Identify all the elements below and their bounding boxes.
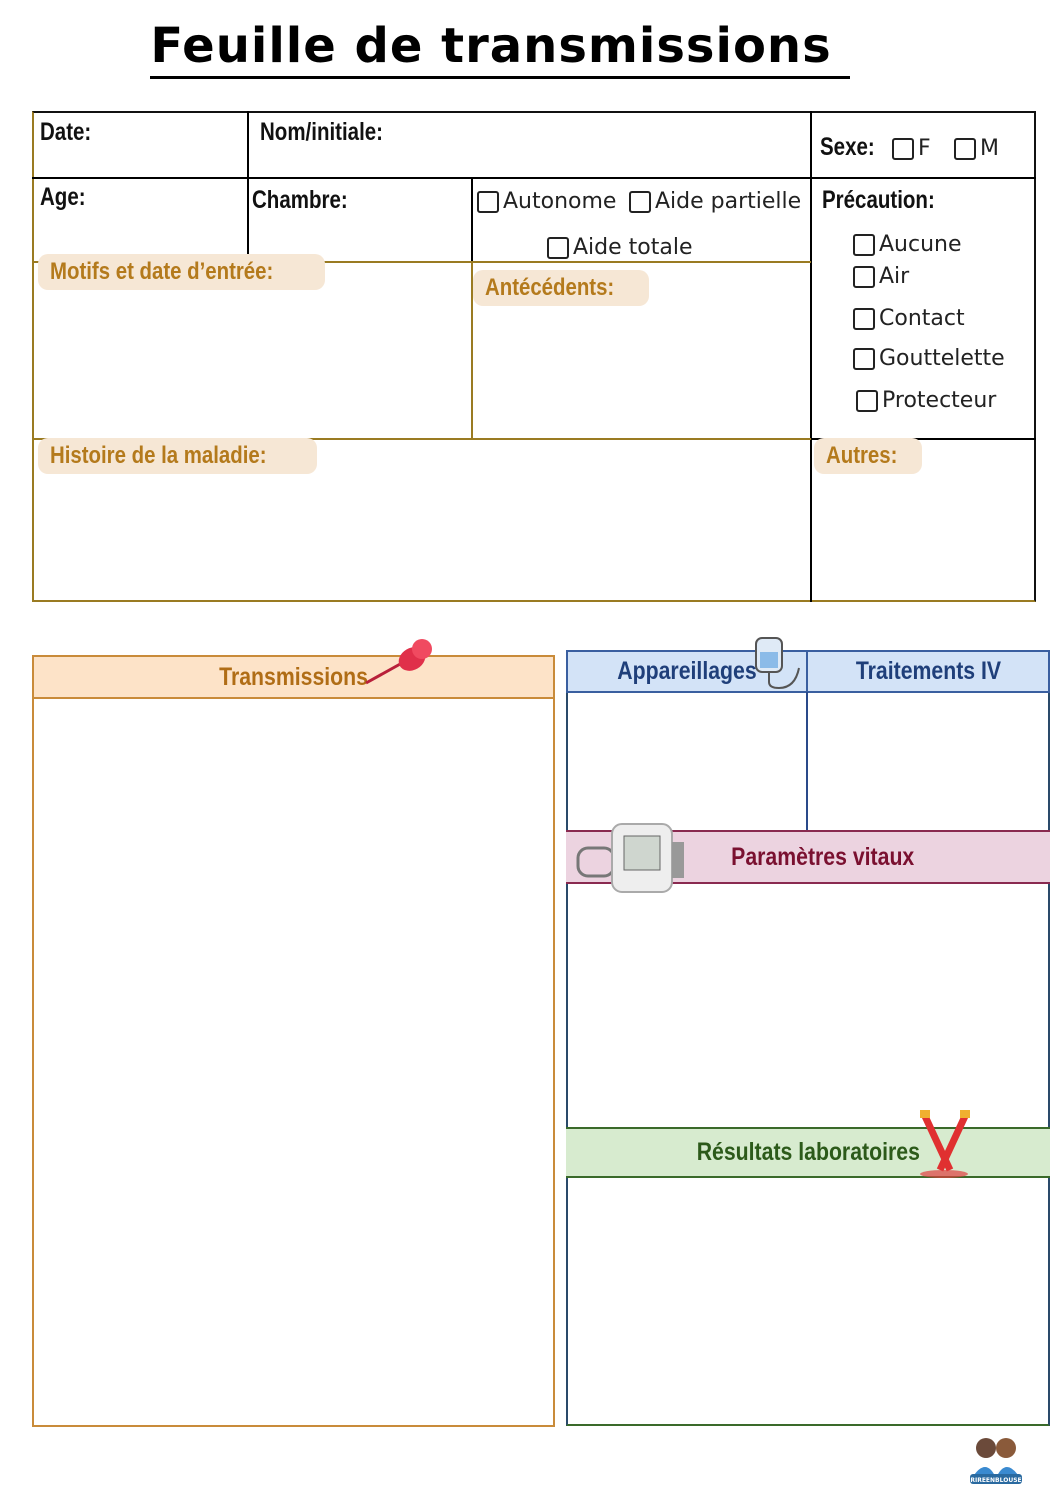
precaution-label: Gouttelette [879,346,1005,371]
pushpin-icon [365,639,432,685]
resultats-laboratoires-area[interactable] [566,1178,1050,1426]
precaution-contact-checkbox[interactable]: Contact [853,306,965,331]
divider [811,438,1036,440]
logo-nurses-icon: RIREENBLOUSE [970,1438,1022,1484]
aide-partielle-label: Aide partielle [655,189,802,214]
divider [471,177,473,262]
parametres-vitaux-area[interactable] [566,884,1050,1128]
sex-label: Sexe: [820,133,875,161]
autres-section-label: Autres: [814,438,923,474]
motifs-section-label: Motifs et date d’entrée: [38,254,325,290]
divider [32,261,811,263]
precaution-label: Protecteur [882,388,997,413]
sex-f-checkbox[interactable]: F [892,136,931,161]
divider [32,177,1036,179]
precaution-label: Contact [879,306,965,331]
transmissions-header: Transmissions [32,655,555,699]
precaution-air-checkbox[interactable]: Air [853,264,909,289]
autonome-label: Autonome [503,189,617,214]
divider [471,261,473,439]
page-title: Feuille de transmissions [0,18,1000,79]
resultats-laboratoires-header: Résultats laboratoires [566,1127,1050,1178]
autonome-checkbox[interactable]: Autonome [477,189,616,214]
room-label: Chambre: [252,186,348,214]
blood-pressure-monitor-icon [576,823,684,893]
appareillages-area[interactable] [566,692,808,831]
divider [810,111,812,602]
title-text: Feuille de transmissions [150,18,850,79]
svg-text:RIREENBLOUSE: RIREENBLOUSE [970,1477,1021,1484]
aide-totale-label: Aide totale [573,235,693,260]
precaution-gouttelette-checkbox[interactable]: Gouttelette [853,346,1005,371]
precaution-label: Aucune [879,232,962,257]
sex-m-label: M [980,136,999,161]
precaution-label: Air [879,264,910,289]
precaution-label: Précaution: [822,186,935,214]
divider [32,438,811,440]
traitements-iv-area[interactable] [808,692,1050,831]
date-label: Date: [40,118,92,146]
aide-totale-checkbox[interactable]: Aide totale [547,235,693,260]
aide-partielle-checkbox[interactable]: Aide partielle [629,189,801,214]
name-label: Nom/initiale: [260,118,384,146]
divider [247,111,249,262]
precaution-aucune-checkbox[interactable]: Aucune [853,232,962,257]
traitements-iv-header: Traitements IV [806,650,1050,693]
iv-bag-icon [755,637,800,690]
patient-info-table [32,111,1036,602]
age-label: Age: [40,183,86,211]
histoire-section-label: Histoire de la maladie: [38,438,317,474]
transmissions-panel[interactable] [32,655,555,1427]
sex-f-label: F [918,136,931,161]
precaution-protecteur-checkbox[interactable]: Protecteur [856,388,996,413]
sex-m-checkbox[interactable]: M [954,136,999,161]
blood-tubes-icon [920,1110,970,1178]
antecedents-section-label: Antécédents: [473,270,650,306]
